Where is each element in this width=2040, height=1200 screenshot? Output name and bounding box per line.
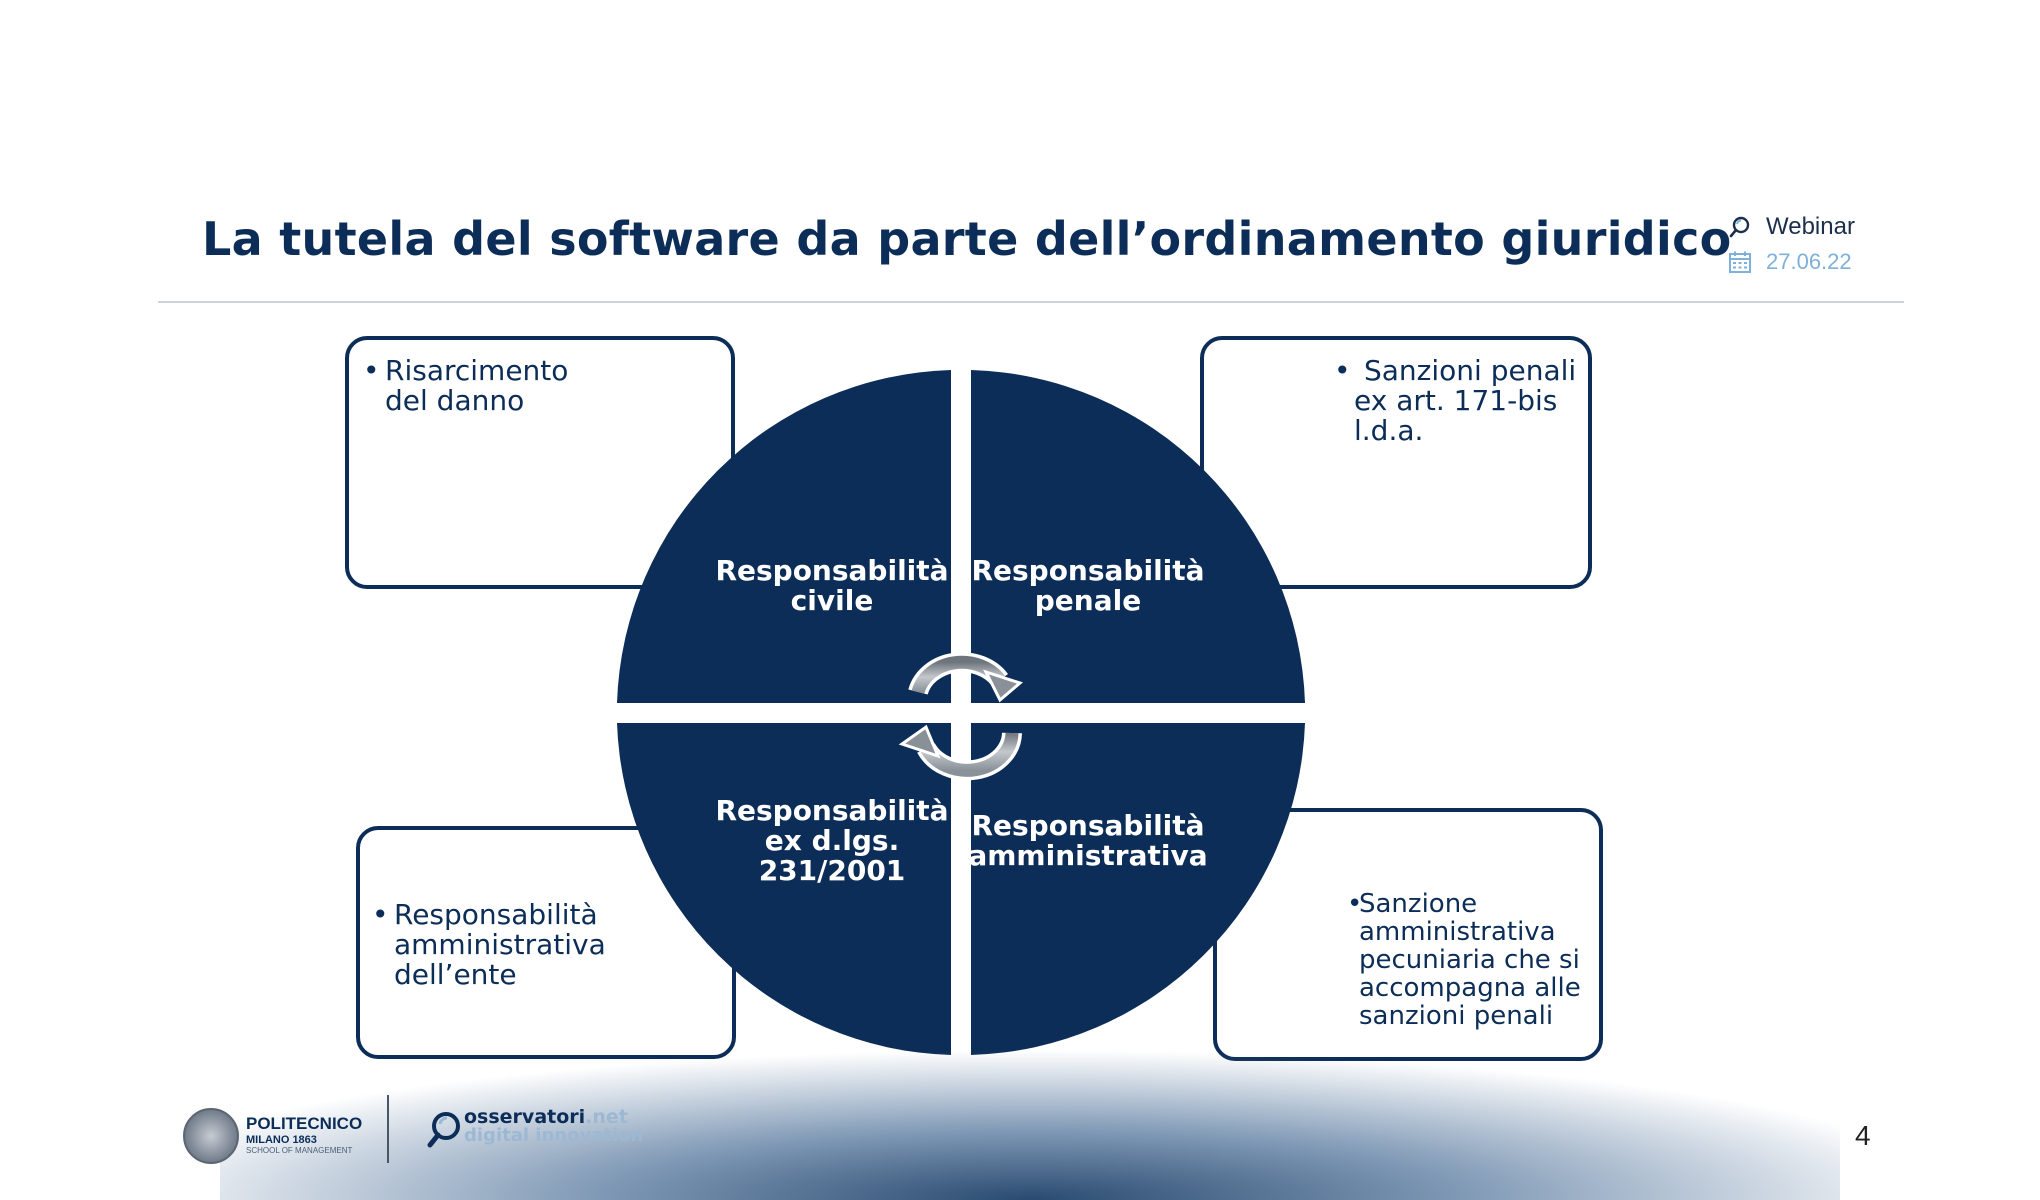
- calendar-icon: [1729, 251, 1751, 273]
- box-top-right-bullet: •: [1334, 354, 1351, 387]
- box-top-right-line-2: ex art. 171-bis: [1354, 384, 1558, 417]
- osservatori-name: osservatori: [464, 1106, 586, 1128]
- quadrant-bottom-left-label-1: Responsabilità: [715, 794, 948, 827]
- quadrant-bottom-left: [617, 723, 951, 1055]
- politecnico-wordmark: POLITECNICO MILANO 1863 SCHOOL OF MANAGE…: [246, 1114, 362, 1155]
- politecnico-name: POLITECNICO: [246, 1114, 363, 1133]
- quadrant-top-right: [971, 370, 1305, 703]
- meta-date-label: 27.06.22: [1766, 249, 1852, 274]
- quadrant-bottom-right: [971, 723, 1305, 1055]
- quadrant-bottom-left-label-2: ex d.lgs.: [765, 824, 899, 857]
- box-bottom-left-bullet: •: [372, 898, 389, 931]
- osservatori-logo-icon: [427, 1112, 460, 1148]
- meta-event-label: Webinar: [1766, 213, 1855, 240]
- box-bottom-left-line-1: Responsabilità: [394, 898, 598, 931]
- page-number: 4: [1855, 1120, 1871, 1151]
- box-bottom-right-bullet: •: [1347, 889, 1363, 919]
- box-top-right: • Sanzioni penali ex art. 171-bis l.d.a.: [1200, 336, 1592, 589]
- box-bottom-right: • Sanzione amministrativa pecuniaria che…: [1213, 808, 1603, 1061]
- cycle-arrow-top-icon: [908, 652, 1024, 703]
- box-bottom-left-line-2: amministrativa: [394, 928, 606, 961]
- box-bottom-right-line-4: accompagna alle: [1359, 973, 1581, 1003]
- osservatori-domain: .net: [585, 1106, 628, 1128]
- meta-event: Webinar: [1728, 213, 1855, 241]
- quadrant-top-left-label-2: civile: [791, 584, 874, 617]
- quadrant-top-left: [617, 370, 951, 703]
- quadrant-top-right-label-1: Responsabilità: [971, 554, 1204, 587]
- box-top-left-line-1: Risarcimento: [385, 354, 569, 387]
- header-divider: [158, 301, 1904, 303]
- politecnico-school: SCHOOL OF MANAGEMENT: [246, 1146, 353, 1155]
- box-top-right-line-1: Sanzioni penali: [1364, 354, 1577, 387]
- politecnico-seal-logo: [183, 1108, 239, 1164]
- box-bottom-left-line-3: dell’ente: [394, 958, 517, 991]
- box-top-right-line-3: l.d.a.: [1354, 414, 1424, 447]
- box-bottom-right-line-1: Sanzione: [1359, 889, 1478, 919]
- quadrant-top-right-label-2: penale: [1035, 584, 1141, 617]
- quadrant-bottom-left-label-3: 231/2001: [759, 854, 906, 887]
- quadrant-top-left-label-1: Responsabilità: [715, 554, 948, 587]
- search-icon: [1729, 216, 1750, 238]
- box-bottom-right-line-2: amministrativa: [1359, 917, 1556, 947]
- box-top-left-line-2: del danno: [385, 384, 525, 417]
- meta-date: 27.06.22: [1728, 249, 1852, 275]
- footer-gradient: [220, 1050, 1840, 1200]
- slide-title: La tutela del software da parte dell’ord…: [202, 212, 1732, 266]
- cycle-arrow-bottom-icon: [898, 724, 1022, 781]
- box-top-left-bullet: •: [363, 354, 380, 387]
- politecnico-city: MILANO 1863: [246, 1134, 317, 1146]
- logo-separator: [387, 1095, 389, 1163]
- box-bottom-right-line-3: pecuniaria che si: [1359, 945, 1580, 975]
- quadrant-bottom-right-label-2: amministrativa: [968, 839, 1207, 872]
- osservatori-wordmark: osservatori.net digital innovation: [464, 1108, 643, 1145]
- osservatori-tagline: digital innovation: [464, 1125, 644, 1146]
- box-bottom-right-line-5: sanzioni penali: [1359, 1001, 1554, 1031]
- quadrant-bottom-right-label-1: Responsabilità: [971, 809, 1204, 842]
